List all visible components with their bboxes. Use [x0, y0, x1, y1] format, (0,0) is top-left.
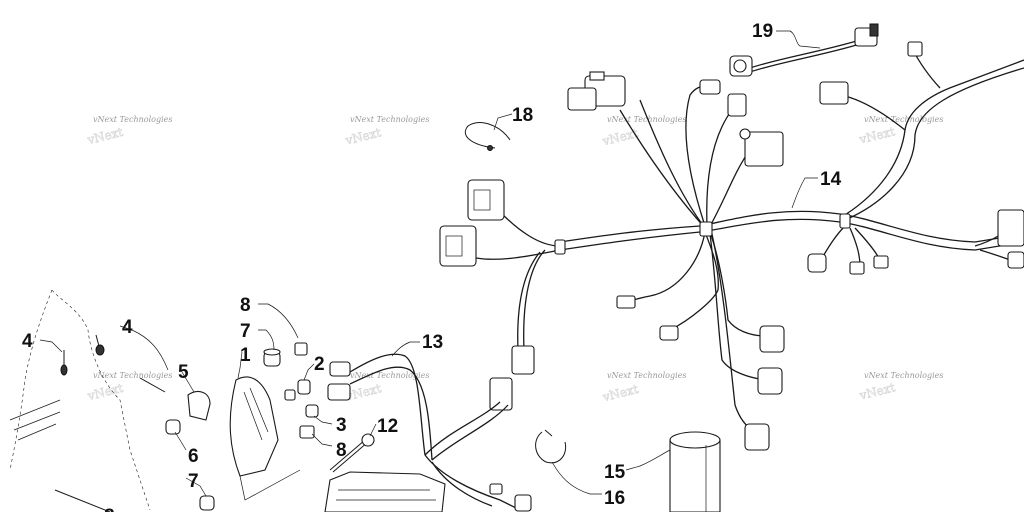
junction-clip	[554, 239, 566, 255]
watermark: vNext vNext Technologies	[343, 115, 430, 148]
leader-lines	[39, 30, 821, 497]
callout-12: 12	[377, 416, 398, 437]
callout-1: 1	[240, 345, 251, 366]
junction-clip	[839, 213, 851, 229]
watermark-text: vNext Technologies	[607, 115, 686, 124]
harness-connectors-bottom	[616, 253, 889, 451]
callout-8-bottom: 8	[104, 506, 115, 512]
callout-5: 5	[178, 362, 189, 383]
watermark-text: vNext Technologies	[93, 115, 172, 124]
item-16-ring	[535, 429, 567, 464]
fender-outline	[9, 289, 151, 512]
svg-text:vNext: vNext	[857, 380, 896, 403]
item-18-clip	[464, 122, 511, 151]
callout-3: 3	[336, 415, 347, 436]
svg-text:vNext: vNext	[600, 382, 639, 405]
watermark: vNext vNext Technologies	[85, 115, 173, 148]
callout-4-right: 4	[122, 317, 133, 338]
watermark: vNext vNext Technologies	[85, 371, 172, 404]
svg-text:vNext: vNext	[343, 125, 382, 148]
callout-19: 19	[752, 21, 773, 42]
callout-7-top: 7	[240, 321, 251, 342]
watermark-text: vNext Technologies	[864, 115, 943, 124]
harness-connectors-top	[567, 41, 1024, 269]
watermark-text: vNext Technologies	[350, 371, 429, 380]
callout-13: 13	[422, 332, 443, 353]
watermark-text: vNext Technologies	[864, 371, 943, 380]
callout-8-mid: 8	[336, 440, 347, 461]
watermark: vNext vNext Technologies	[600, 115, 687, 149]
watermark-text: vNext Technologies	[350, 115, 429, 124]
svg-text:vNext: vNext	[85, 125, 124, 148]
svg-text:vNext: vNext	[85, 381, 124, 404]
callout-2: 2	[314, 354, 325, 375]
watermark: vNext vNext Technologies	[600, 371, 686, 405]
connector-19-assembly	[729, 23, 879, 77]
callout-8-top: 8	[240, 295, 251, 316]
svg-text:vNext: vNext	[600, 126, 639, 149]
callout-18: 18	[512, 105, 533, 126]
watermark: vNext vNext Technologies	[343, 371, 429, 404]
svg-text:vNext: vNext	[857, 124, 896, 147]
callout-16: 16	[604, 488, 625, 509]
headlight-assembly	[60, 334, 446, 512]
item-15-sleeve	[669, 431, 721, 512]
callout-4-left: 4	[22, 331, 33, 352]
callout-14: 14	[820, 169, 842, 190]
harness-connectors-left	[439, 179, 535, 411]
callout-15: 15	[604, 462, 626, 483]
callout-7-bottom: 7	[188, 471, 199, 492]
watermark-text: vNext Technologies	[607, 371, 686, 380]
headlight-harness	[327, 353, 532, 512]
watermark: vNext vNext Technologies	[857, 115, 944, 147]
junction-clip	[699, 221, 713, 237]
callout-labels: 19 18 14 13 12 8 7 1 2 3 8 4 4 5 6 7 8 1…	[22, 21, 842, 512]
callout-6: 6	[188, 446, 199, 467]
watermark: vNext vNext Technologies	[857, 371, 944, 403]
watermark-text: vNext Technologies	[93, 371, 172, 380]
